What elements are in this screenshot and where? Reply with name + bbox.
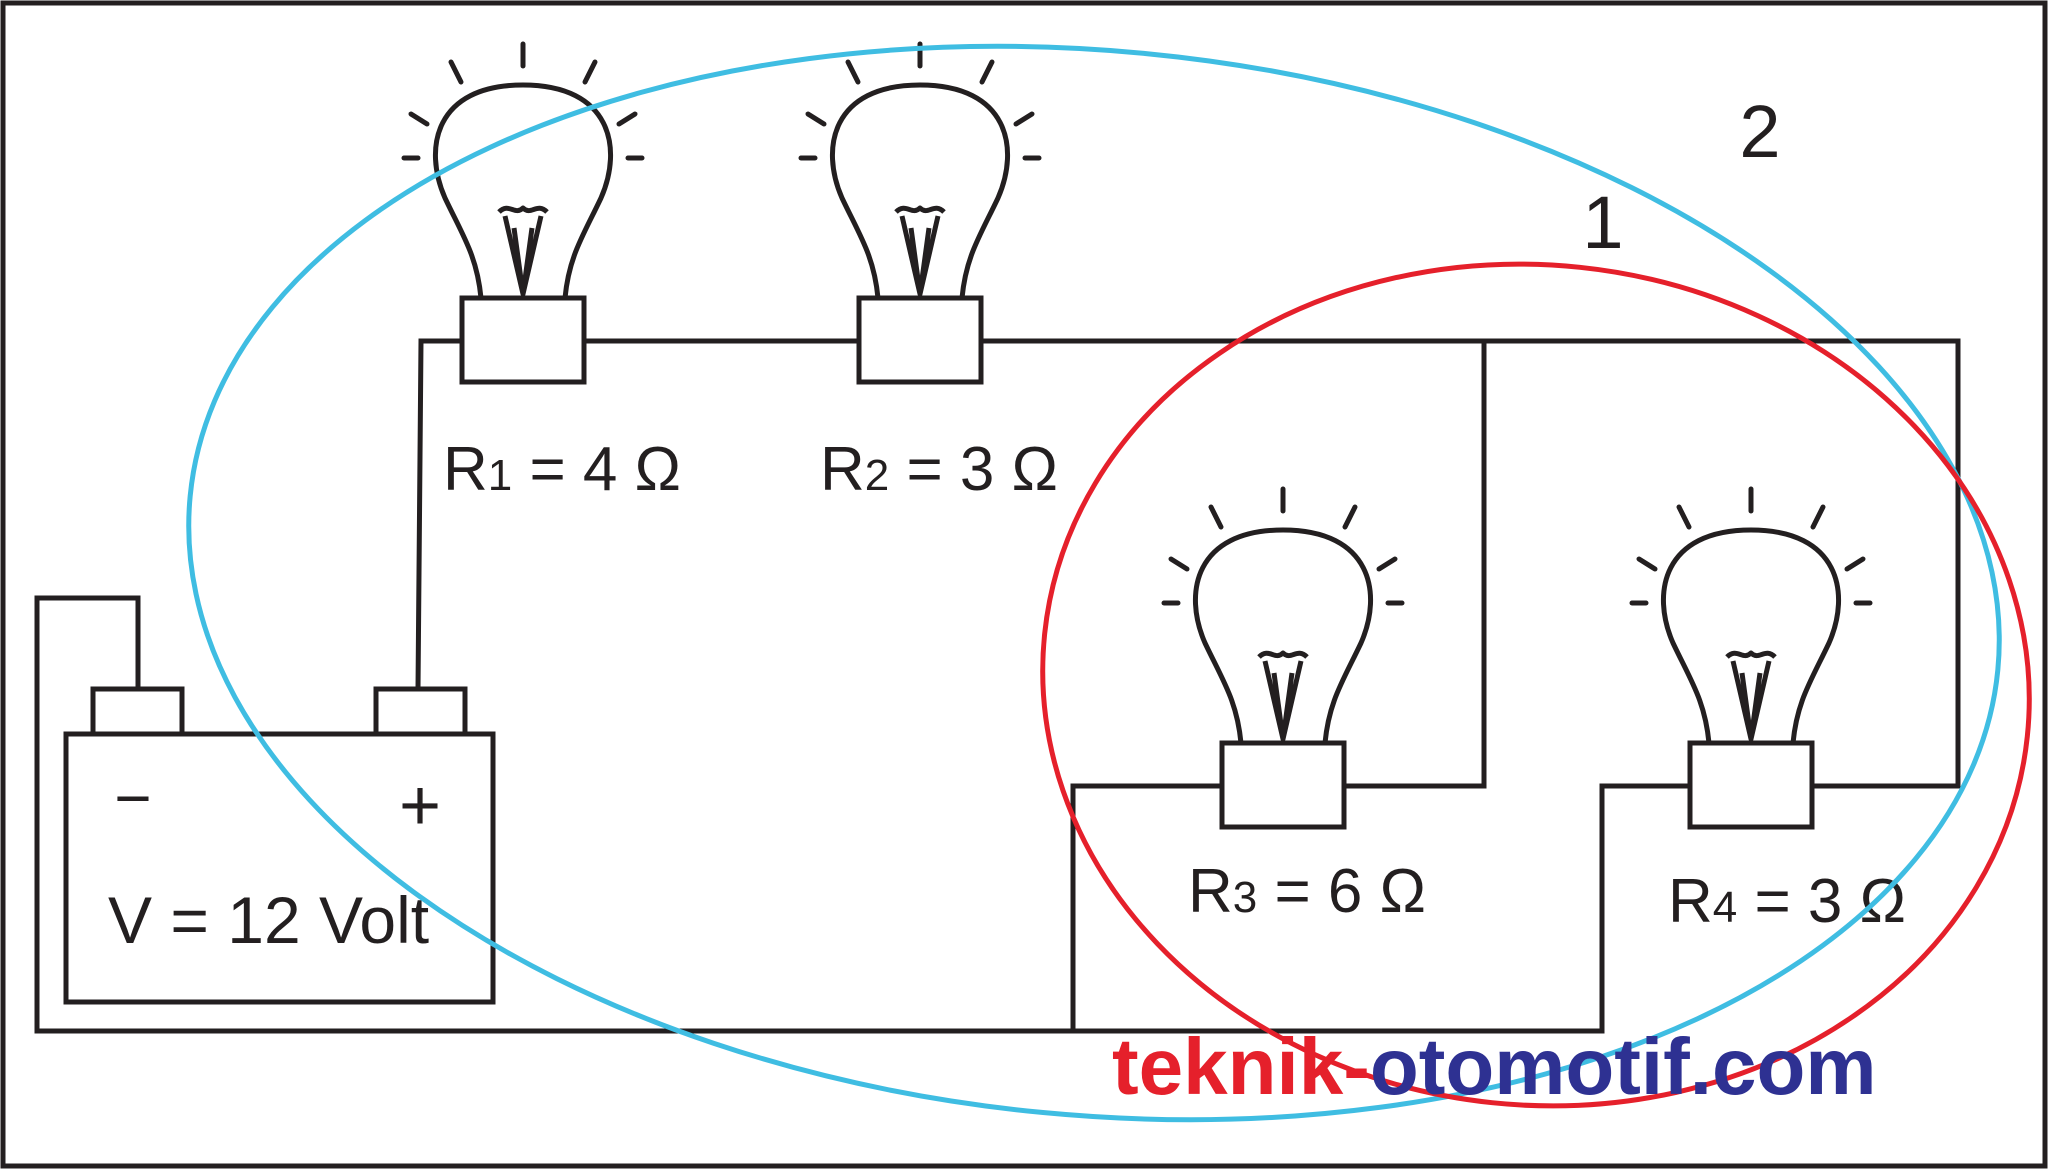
bulb-r2-glass	[829, 82, 1011, 299]
bulb-r4-ray	[1810, 504, 1826, 530]
bulb-r2-socket	[856, 295, 984, 385]
bulb-r2-ray	[805, 111, 827, 127]
bulb-r1-ray	[408, 111, 430, 127]
bulb-r2-ray	[979, 59, 995, 85]
bulb-r3-ray	[1168, 556, 1190, 572]
bulb-r4-glass	[1660, 527, 1842, 744]
bulb-r4-socket	[1687, 740, 1815, 830]
wire-negative	[34, 595, 1689, 1034]
bulb-r2-filament	[894, 205, 946, 297]
circuit-wires	[34, 338, 1961, 1034]
bulb-r3-ray	[1342, 504, 1358, 530]
bulb-r4-filament	[1725, 650, 1777, 742]
loop-2-ellipse	[186, 43, 2002, 1123]
r1-label: R1 = 4 Ω	[443, 435, 681, 504]
wire-r2-junction	[983, 338, 1961, 789]
bulb-r3-socket	[1219, 740, 1347, 830]
watermark-part2: otomotif.com	[1370, 1022, 1877, 1111]
r3-label: R3 = 6 Ω	[1188, 857, 1426, 926]
bulb-r1-glass	[432, 82, 614, 299]
bulb-r2-ray	[845, 59, 861, 85]
loop-2-label: 2	[1739, 90, 1780, 173]
bulb-r3-ray	[1376, 556, 1398, 572]
watermark-part1: teknik-	[1112, 1022, 1370, 1111]
bulb-r3	[1161, 486, 1405, 830]
bulb-r2-ray	[1013, 111, 1035, 127]
battery-minus-label: −	[114, 762, 151, 834]
bulb-r4-ray	[1844, 556, 1866, 572]
battery: − + V = 12 Volt	[63, 686, 496, 1005]
wire-junction-r3	[1345, 341, 1487, 789]
loop-1-label: 1	[1582, 181, 1623, 264]
bulb-r1-socket	[459, 295, 587, 385]
r4-label: R4 = 3 Ω	[1668, 867, 1906, 936]
bulb-r1	[401, 41, 645, 385]
bulb-r3-ray	[1208, 504, 1224, 530]
wire-positive	[415, 338, 462, 690]
battery-voltage-label: V = 12 Volt	[108, 883, 429, 957]
r2-label: R2 = 3 Ω	[820, 435, 1058, 504]
battery-plus-label: +	[399, 766, 441, 846]
wire-r3-bottom	[1070, 783, 1222, 1031]
bulb-r4-ray	[1636, 556, 1658, 572]
bulb-r4	[1629, 486, 1873, 830]
bulb-r2	[798, 41, 1042, 385]
bulb-r1-ray	[448, 59, 464, 85]
battery-negative-terminal	[90, 686, 185, 737]
bulb-r3-glass	[1192, 527, 1374, 744]
battery-body	[63, 731, 496, 1005]
loop-1-ellipse	[1040, 261, 2032, 1109]
battery-positive-terminal	[373, 686, 468, 737]
bulb-r1-ray	[582, 59, 598, 85]
bulb-r1-ray	[616, 111, 638, 127]
bulb-r3-filament	[1257, 650, 1309, 742]
bulb-r1-filament	[497, 205, 549, 297]
bulb-r4-ray	[1676, 504, 1692, 530]
bulbs	[401, 41, 1873, 830]
resistor-labels: R1 = 4 Ω R2 = 3 Ω R3 = 6 Ω R4 = 3 Ω	[443, 435, 1906, 936]
watermark: teknik-otomotif.com	[1112, 1022, 1876, 1111]
